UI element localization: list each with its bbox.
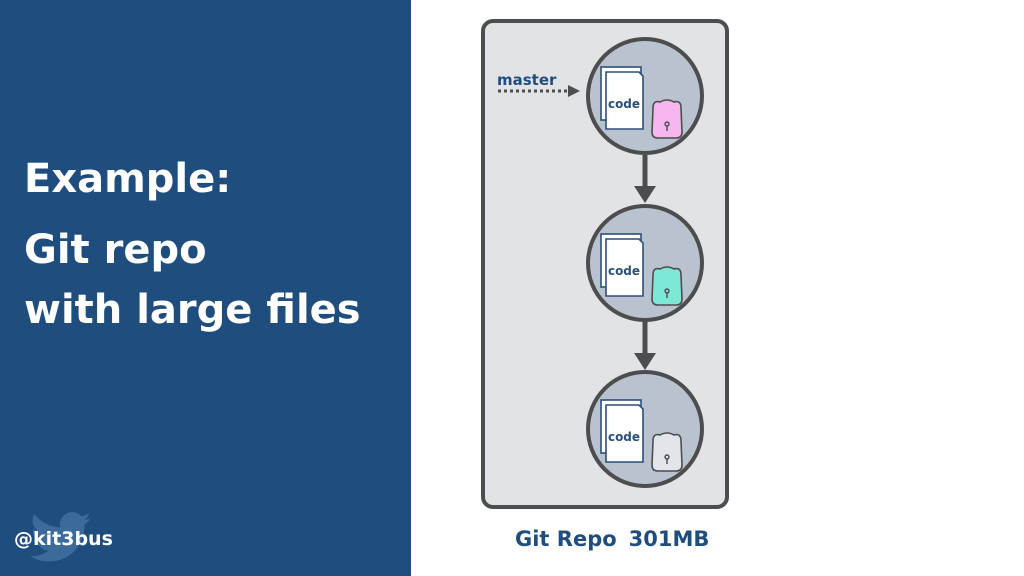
commit-connector-2 — [634, 321, 656, 370]
master-branch-label: master — [497, 71, 557, 89]
twitter-handle: @kit3bus — [14, 528, 113, 550]
slide-title: Example: — [24, 156, 232, 202]
commit-node: code — [586, 37, 704, 155]
large-file-blob-icon — [651, 432, 683, 472]
code-file-label: code — [608, 97, 640, 111]
code-file-icon — [600, 399, 644, 463]
code-file-icon — [600, 66, 644, 130]
twitter-bird-icon — [30, 512, 91, 562]
master-pointer-arrowhead — [568, 85, 580, 97]
slide-subtitle-line-1: Git repo — [24, 227, 207, 273]
code-file-label: code — [608, 264, 640, 278]
slide-subtitle-line-2: with large files — [24, 287, 361, 333]
commit-node: code — [586, 204, 704, 322]
repo-name: Git Repo — [515, 527, 617, 551]
commit-node: code — [586, 370, 704, 488]
code-file-label: code — [608, 430, 640, 444]
large-file-blob-icon — [651, 99, 683, 139]
left-title-panel: Example: Git repo with large files @kit3… — [0, 0, 411, 576]
code-file-icon — [600, 233, 644, 297]
large-file-blob-icon — [651, 266, 683, 306]
repo-caption: Git Repo 301MB — [515, 527, 709, 551]
repo-size: 301MB — [628, 527, 710, 551]
commit-connector-1 — [634, 155, 656, 203]
git-repo-diagram: master code code — [481, 19, 729, 509]
